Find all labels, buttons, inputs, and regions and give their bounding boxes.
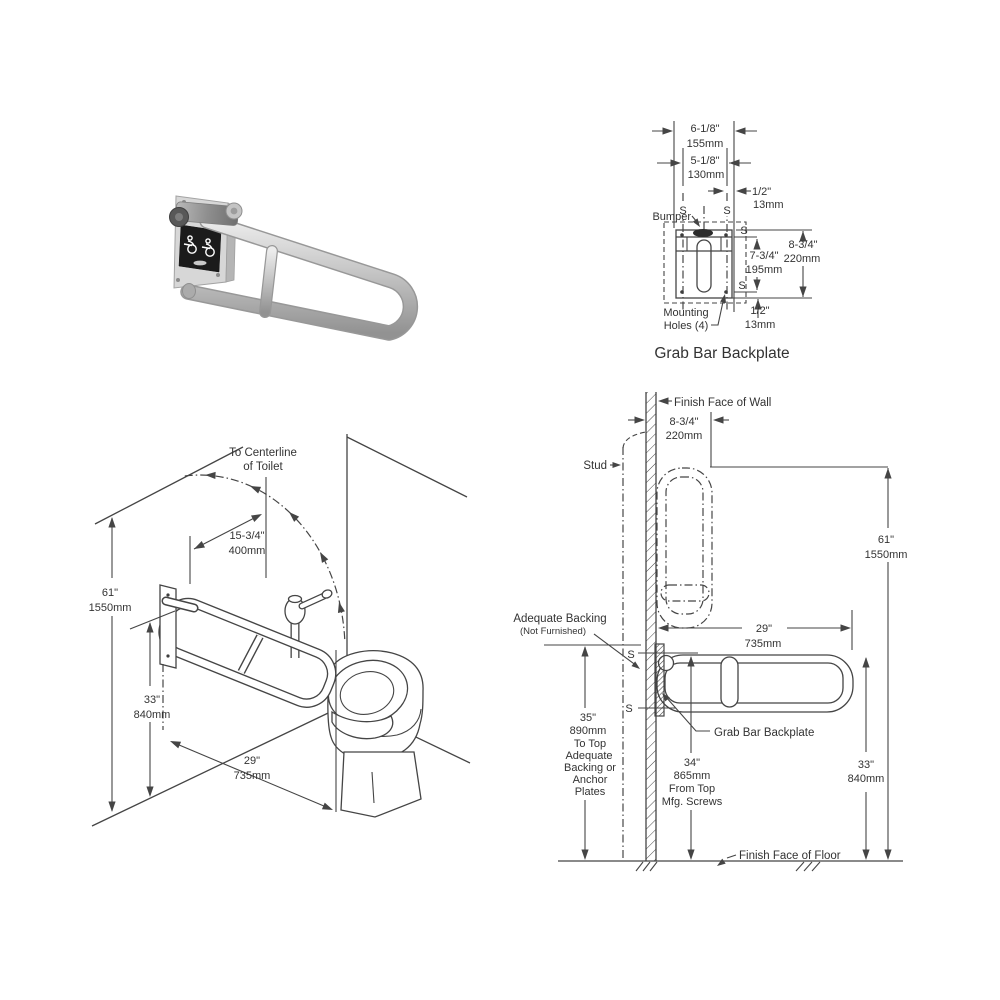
dim-swing-height-in: 61" bbox=[878, 534, 894, 546]
grab-bar-down bbox=[656, 654, 854, 713]
backing-note-5: Plates bbox=[575, 786, 606, 798]
dim-bar-height-mm: 840mm bbox=[848, 773, 885, 785]
swing-arc bbox=[184, 471, 346, 641]
backing-note-4: Anchor bbox=[573, 774, 608, 786]
dim-backing-mm: 890mm bbox=[570, 725, 607, 737]
dim-bottom-offset-mm: 13mm bbox=[745, 319, 776, 331]
dim-screw-width-in: 5-1/8" bbox=[691, 155, 720, 167]
toilet-view-dimensions: 15-3/4" 400mm 61" 1550mm 33" 840mm 29" 7… bbox=[89, 447, 337, 814]
screw-marker: S bbox=[679, 205, 686, 217]
dim-overall-height-mm: 220mm bbox=[784, 253, 821, 265]
finish-face-of-wall-label: Finish Face of Wall bbox=[674, 397, 771, 409]
transfer-pictogram-icon-2 bbox=[201, 238, 215, 257]
screw-marker: S bbox=[740, 225, 747, 237]
mounting-holes-label-2: Holes (4) bbox=[664, 320, 709, 332]
screws-note-1: From Top bbox=[669, 783, 715, 795]
dim-overall-width-in: 6-1/8" bbox=[691, 123, 720, 135]
finish-face-of-floor-label: Finish Face of Floor bbox=[739, 850, 841, 862]
dim-swing-height-mm: 1550mm bbox=[89, 602, 132, 614]
dim-screw-height-in: 7-3/4" bbox=[750, 250, 779, 262]
toilet-installation-drawing: 15-3/4" 400mm 61" 1550mm 33" 840mm 29" 7… bbox=[89, 434, 471, 827]
dim-side-offset-in: 1/2" bbox=[752, 186, 771, 198]
hinge-assembly bbox=[169, 201, 243, 227]
side-installation-drawing: Stud Finish Face of Wall 8-3/4" 220mm 61… bbox=[513, 392, 908, 872]
screws-note-2: Mfg. Screws bbox=[662, 796, 723, 808]
dim-screws-in: 34" bbox=[684, 757, 700, 769]
dim-swing-height-in: 61" bbox=[102, 587, 118, 599]
grab-bar bbox=[158, 584, 337, 708]
dim-bottom-offset-in: 1/2" bbox=[750, 305, 769, 317]
dim-screw-width-mm: 130mm bbox=[688, 169, 725, 181]
dim-length-mm: 735mm bbox=[745, 638, 782, 650]
dim-length-in: 29" bbox=[244, 755, 260, 767]
screw-marker: S bbox=[723, 205, 730, 217]
dim-length-mm: 735mm bbox=[234, 770, 271, 782]
brand-oval bbox=[193, 260, 207, 266]
dim-depth-mm: 220mm bbox=[666, 430, 703, 442]
dim-bar-height-mm: 840mm bbox=[134, 709, 171, 721]
dim-swing-height-mm: 1550mm bbox=[865, 549, 908, 561]
dim-centerline-offset-mm: 400mm bbox=[229, 545, 266, 557]
centerline-label-1: To Centerline bbox=[229, 447, 297, 459]
dim-backing-in: 35" bbox=[580, 712, 596, 724]
backplate-drawing-title: Grab Bar Backplate bbox=[654, 345, 789, 362]
dim-overall-width-mm: 155mm bbox=[687, 138, 724, 150]
transfer-pictogram-icon bbox=[183, 235, 197, 254]
dim-side-offset-mm: 13mm bbox=[753, 199, 784, 211]
screw-marker: S bbox=[627, 649, 634, 661]
backing-note-1: To Top bbox=[574, 738, 606, 750]
bumper-label: Bumper bbox=[652, 211, 691, 223]
backing-note-2: Adequate bbox=[565, 750, 612, 762]
backing-note-3: Backing or bbox=[564, 762, 616, 774]
centerline-label-2: of Toilet bbox=[243, 461, 283, 473]
backplate-side bbox=[654, 643, 665, 717]
mounting-holes-label-1: Mounting bbox=[663, 307, 708, 319]
dim-bar-height-in: 33" bbox=[144, 694, 160, 706]
bumper bbox=[693, 229, 713, 237]
dim-screws-mm: 865mm bbox=[674, 770, 711, 782]
screw-marker: S bbox=[738, 280, 745, 292]
dim-centerline-offset-in: 15-3/4" bbox=[229, 530, 264, 542]
adequate-backing-label: Adequate Backing bbox=[513, 613, 606, 625]
dim-length-in: 29" bbox=[756, 623, 772, 635]
dim-bar-height-in: 33" bbox=[858, 759, 874, 771]
dim-screw-height-mm: 195mm bbox=[746, 264, 783, 276]
product-photo bbox=[169, 195, 419, 341]
dim-depth-in: 8-3/4" bbox=[670, 416, 699, 428]
stud-label: Stud bbox=[583, 460, 607, 472]
grab-bar-up-phantom bbox=[656, 467, 713, 629]
grab-bar-backplate-label: Grab Bar Backplate bbox=[714, 727, 814, 739]
toilet bbox=[327, 650, 424, 818]
not-furnished-label: (Not Furnished) bbox=[520, 626, 586, 637]
screw-marker: S bbox=[625, 703, 632, 715]
dim-overall-height-in: 8-3/4" bbox=[789, 239, 818, 251]
backplate-drawing: 6-1/8" 155mm 5-1/8" 130mm 1/2" 13mm S S bbox=[652, 121, 820, 362]
